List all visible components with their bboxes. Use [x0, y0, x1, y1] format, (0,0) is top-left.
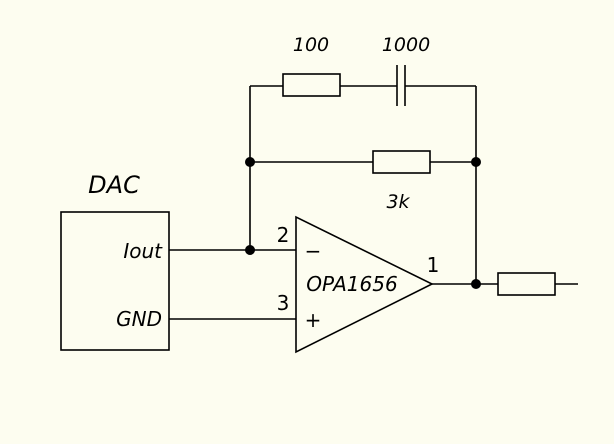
opamp-pin-inverting-number: 2 [277, 223, 290, 247]
opamp-name: OPA1656 [306, 272, 397, 296]
junction-dot-output [471, 279, 481, 289]
opamp-pin-output-number: 1 [427, 253, 440, 277]
feedback-resistor [372, 150, 431, 174]
series-resistor [282, 73, 341, 97]
opamp-pin-noninverting-number: 3 [277, 291, 290, 315]
dac-title: DAC [88, 171, 140, 199]
feedback-resistor-label: 3k [386, 191, 410, 213]
series-capacitor [396, 65, 406, 106]
dac-pin-gnd-label: GND [116, 307, 162, 331]
junction-dot-right-mid [471, 157, 481, 167]
series-resistor-label: 100 [293, 34, 329, 56]
opamp-noninverting-sign: + [305, 308, 322, 332]
dac-pin-iout-label: Iout [123, 239, 163, 263]
opamp-inverting-sign: − [305, 239, 322, 263]
junction-dot-left-mid [245, 157, 255, 167]
opamp-triangle [295, 215, 434, 354]
junction-dot-inverting-input [245, 245, 255, 255]
dac-block [60, 211, 170, 351]
output-resistor [497, 272, 556, 296]
series-capacitor-label: 1000 [382, 34, 430, 56]
